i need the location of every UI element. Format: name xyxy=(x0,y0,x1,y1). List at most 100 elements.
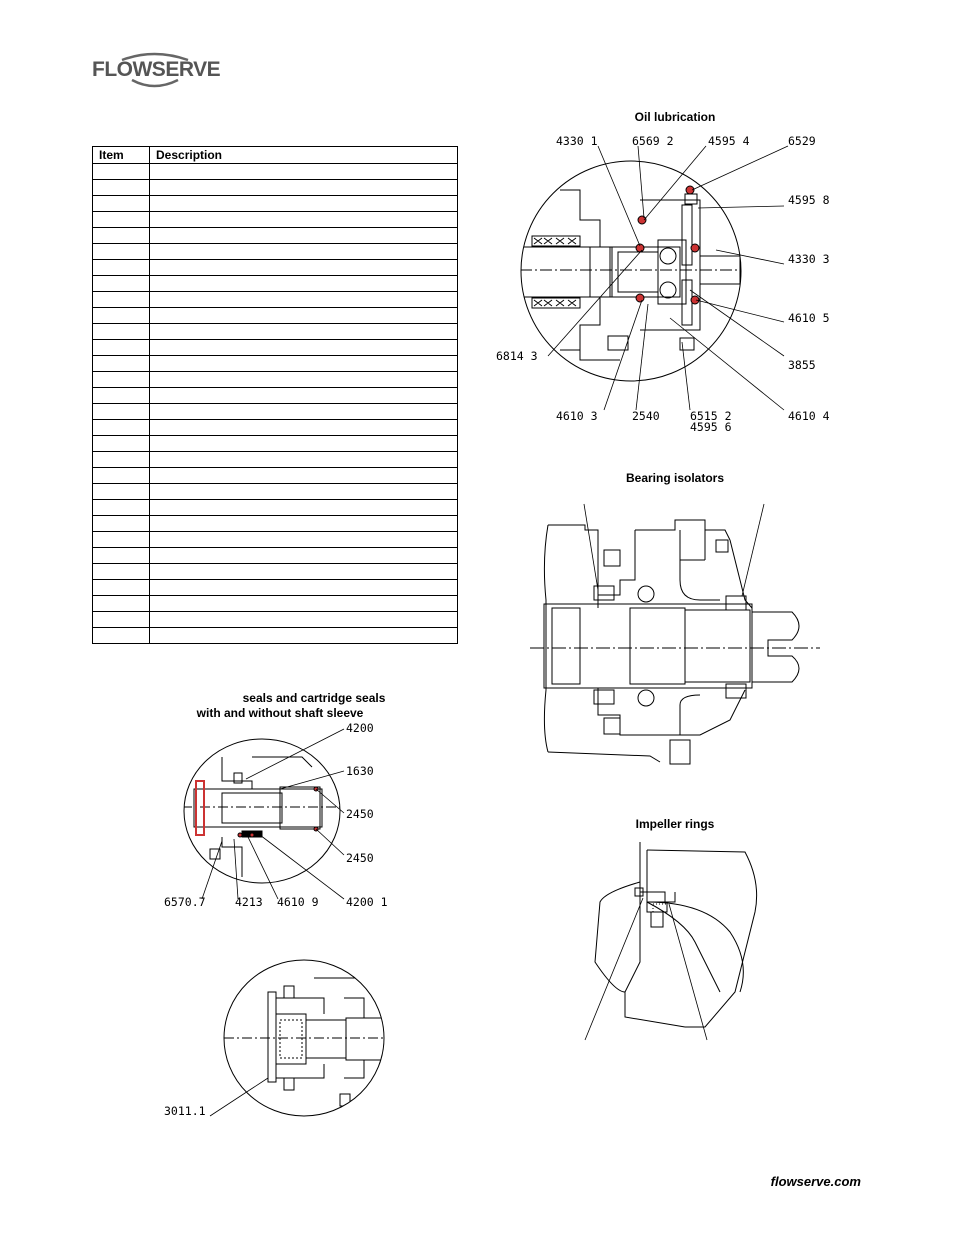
item-cell xyxy=(92,563,150,580)
label-cartridge-1: 3011.1 xyxy=(164,1104,206,1118)
item-cell xyxy=(92,499,150,516)
item-cell xyxy=(92,243,150,260)
label-oil-13: 6515 2 xyxy=(690,409,732,423)
label-oil-14: 4595 6 xyxy=(690,420,732,434)
description-cell xyxy=(149,451,458,468)
description-cell xyxy=(149,339,458,356)
table-row xyxy=(92,339,458,356)
table-row xyxy=(92,275,458,292)
label-seal-4: 2450 xyxy=(346,851,374,865)
label-oil-9: 4610 4 xyxy=(788,409,830,423)
item-cell xyxy=(92,595,150,612)
item-cell xyxy=(92,467,150,484)
description-cell xyxy=(149,275,458,292)
seals-drawing xyxy=(182,737,342,885)
description-cell xyxy=(149,259,458,276)
description-cell xyxy=(149,387,458,404)
table-row xyxy=(92,435,458,452)
table-row xyxy=(92,499,458,516)
item-cell xyxy=(92,371,150,388)
description-cell xyxy=(149,371,458,388)
caption-seals-line1: seals and cartridge seals xyxy=(242,691,386,705)
label-oil-10: 6814 3 xyxy=(496,349,538,363)
label-oil-12: 2540 xyxy=(632,409,660,423)
table-row xyxy=(92,387,458,404)
description-cell xyxy=(149,579,458,596)
impeller-rings-drawing xyxy=(585,842,765,1042)
item-cell xyxy=(92,179,150,196)
table-row xyxy=(92,611,458,628)
item-cell xyxy=(92,227,150,244)
table-row xyxy=(92,451,458,468)
item-cell xyxy=(92,387,150,404)
table-row xyxy=(92,467,458,484)
description-cell xyxy=(149,323,458,340)
table-row xyxy=(92,243,458,260)
item-cell xyxy=(92,211,150,228)
item-cell xyxy=(92,451,150,468)
table-row xyxy=(92,579,458,596)
description-cell xyxy=(149,483,458,500)
description-cell xyxy=(149,419,458,436)
item-cell xyxy=(92,259,150,276)
description-cell xyxy=(149,467,458,484)
table-row xyxy=(92,531,458,548)
table-header-row: Item Description xyxy=(92,146,458,164)
description-cell xyxy=(149,499,458,516)
label-seal-2: 1630 xyxy=(346,764,374,778)
table-row xyxy=(92,371,458,388)
item-cell xyxy=(92,483,150,500)
logo-swoosh-icon xyxy=(121,52,189,88)
table-row xyxy=(92,595,458,612)
caption-bearing-isolators: Bearing isolators xyxy=(625,471,725,485)
label-oil-1: 4330 1 xyxy=(556,134,598,148)
bearing-isolators-drawing xyxy=(530,500,820,775)
caption-impeller-rings: Impeller rings xyxy=(635,817,715,831)
table-row xyxy=(92,307,458,324)
description-cell xyxy=(149,195,458,212)
description-cell xyxy=(149,403,458,420)
description-cell xyxy=(149,611,458,628)
table-row xyxy=(92,483,458,500)
item-cell xyxy=(92,355,150,372)
item-cell xyxy=(92,339,150,356)
label-oil-7: 4610 5 xyxy=(788,311,830,325)
description-cell xyxy=(149,227,458,244)
parts-table-body xyxy=(92,163,458,644)
column-header-description: Description xyxy=(149,146,458,164)
description-cell xyxy=(149,435,458,452)
label-seal-3: 2450 xyxy=(346,807,374,821)
item-cell xyxy=(92,291,150,308)
logo-text: FLOWSERVE xyxy=(92,58,221,81)
description-cell xyxy=(149,211,458,228)
table-row xyxy=(92,211,458,228)
table-row xyxy=(92,163,458,180)
description-cell xyxy=(149,291,458,308)
caption-seals-line2: with and without shaft sleeve xyxy=(196,706,364,720)
item-cell xyxy=(92,419,150,436)
item-cell xyxy=(92,627,150,644)
item-cell xyxy=(92,547,150,564)
label-oil-2: 6569 2 xyxy=(632,134,674,148)
table-row xyxy=(92,547,458,564)
label-seal-7: 4610 9 xyxy=(277,895,319,909)
oil-lubrication-drawing xyxy=(520,160,760,390)
description-cell xyxy=(149,595,458,612)
description-cell xyxy=(149,531,458,548)
table-row xyxy=(92,179,458,196)
description-cell xyxy=(149,627,458,644)
table-row xyxy=(92,403,458,420)
item-cell xyxy=(92,323,150,340)
label-seal-8: 4200 1 xyxy=(346,895,388,909)
table-row xyxy=(92,291,458,308)
description-cell xyxy=(149,515,458,532)
column-header-item: Item xyxy=(92,146,150,164)
table-row xyxy=(92,419,458,436)
label-seal-6: 4213 xyxy=(235,895,263,909)
item-cell xyxy=(92,275,150,292)
item-cell xyxy=(92,515,150,532)
label-oil-11: 4610 3 xyxy=(556,409,598,423)
footer-site: flowserve.com xyxy=(770,1174,861,1189)
item-cell xyxy=(92,611,150,628)
item-cell xyxy=(92,307,150,324)
